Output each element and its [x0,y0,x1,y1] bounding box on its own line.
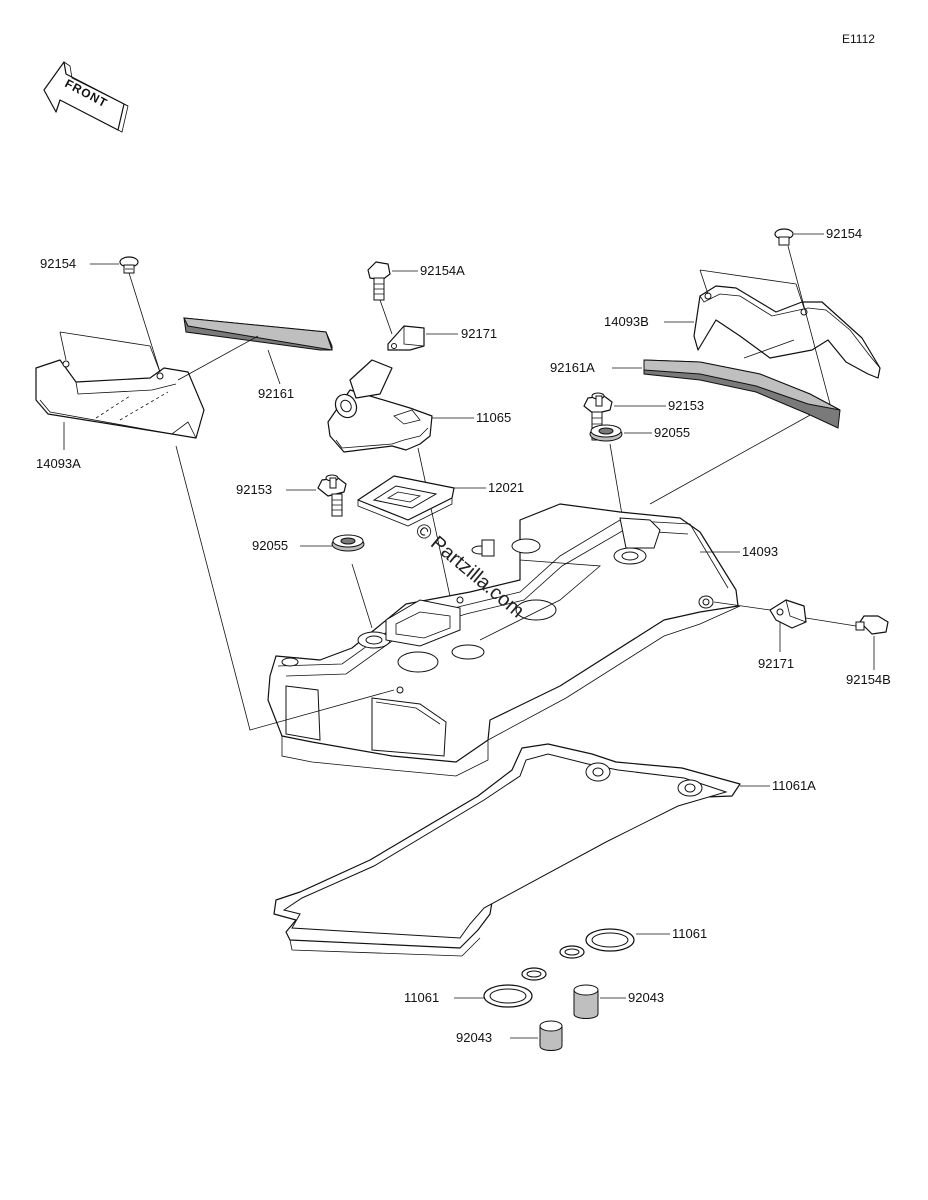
label-92043-right: 92043 [628,990,664,1005]
label-92171-top: 92171 [461,326,497,341]
label-11061-right: 11061 [672,926,707,941]
label-11065: 11065 [476,410,511,425]
oring-11061-left[interactable] [483,967,547,1008]
grommet-92055-left[interactable] [331,534,365,552]
label-14093B: 14093B [604,314,649,329]
oring-11061-right[interactable] [559,928,635,959]
label-92153-right: 92153 [668,398,704,413]
screw-92154-left[interactable] [119,256,139,274]
bolt-92154A[interactable] [367,261,391,301]
label-14093: 14093 [742,544,778,559]
diagram-code: E1112 [842,32,875,46]
cover-14093B[interactable] [693,285,881,379]
cover-14093A[interactable] [35,331,205,439]
grommet-92055-right[interactable] [589,424,623,442]
label-92154-left: 92154 [40,256,76,271]
label-92153-left: 92153 [236,482,272,497]
label-92055-right: 92055 [654,425,690,440]
label-92154A: 92154A [420,263,465,278]
dowel-92043-left[interactable] [539,1020,563,1051]
dowel-92043-right[interactable] [573,984,599,1019]
label-11061A: 11061A [772,778,816,793]
cylinder-head-cover-14093[interactable] [267,503,741,777]
plate-12021[interactable] [357,475,455,527]
label-92055-left: 92055 [252,538,288,553]
bolt-92153-left[interactable] [317,474,347,517]
screw-92154-right[interactable] [774,228,794,246]
label-92171-right: 92171 [758,656,794,671]
label-92043-left: 92043 [456,1030,492,1045]
strip-92161[interactable] [183,317,333,351]
label-14093A: 14093A [36,456,81,471]
clip-92171-right[interactable] [769,599,807,629]
label-92154B: 92154B [846,672,891,687]
bolt-92154B[interactable] [855,615,889,635]
label-92161A: 92161A [550,360,595,375]
breather-11065[interactable] [327,359,433,453]
label-12021: 12021 [488,480,524,495]
label-11061-left: 11061 [404,990,439,1005]
label-92154-right: 92154 [826,226,862,241]
front-arrow-icon: FRONT [43,61,129,133]
strip-92161A[interactable] [643,359,841,429]
gasket-11061A[interactable] [273,743,741,957]
clip-92171-top[interactable] [387,325,425,351]
label-92161: 92161 [258,386,294,401]
